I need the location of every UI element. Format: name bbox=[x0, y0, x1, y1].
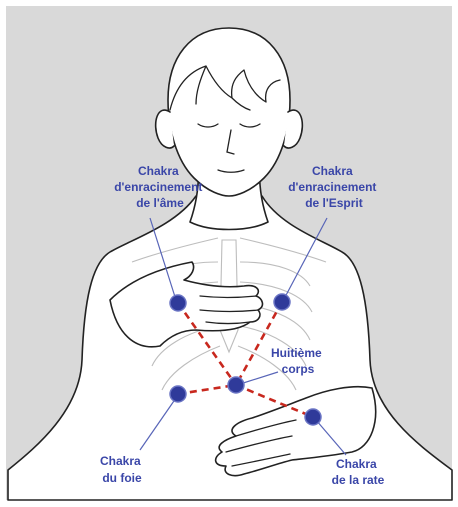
label-eighth-body-line-1: Huitième bbox=[271, 346, 322, 360]
label-soul-star-line-1: Chakra bbox=[138, 164, 179, 178]
label-earth-star-line-2: d'enracinement bbox=[288, 180, 376, 194]
label-earth-star-line-1: Chakra bbox=[312, 164, 353, 178]
label-spleen-line-1: Chakra bbox=[336, 457, 377, 471]
label-liver-line-2: du foie bbox=[102, 471, 142, 485]
label-earth-star-line-3: de l'Esprit bbox=[305, 196, 363, 210]
chakra-point-earth-star bbox=[274, 294, 290, 310]
chakra-point-eighth-body bbox=[228, 377, 244, 393]
chakra-point-liver bbox=[170, 386, 186, 402]
chakra-point-soul-star bbox=[170, 295, 186, 311]
label-soul-star-line-2: d'enracinement bbox=[114, 180, 202, 194]
label-spleen-line-2: de la rate bbox=[332, 473, 385, 487]
label-soul-star-line-3: de l'âme bbox=[136, 196, 184, 210]
chakra-point-spleen bbox=[305, 409, 321, 425]
label-liver-line-1: Chakra bbox=[100, 454, 141, 468]
label-eighth-body-line-2: corps bbox=[282, 362, 315, 376]
